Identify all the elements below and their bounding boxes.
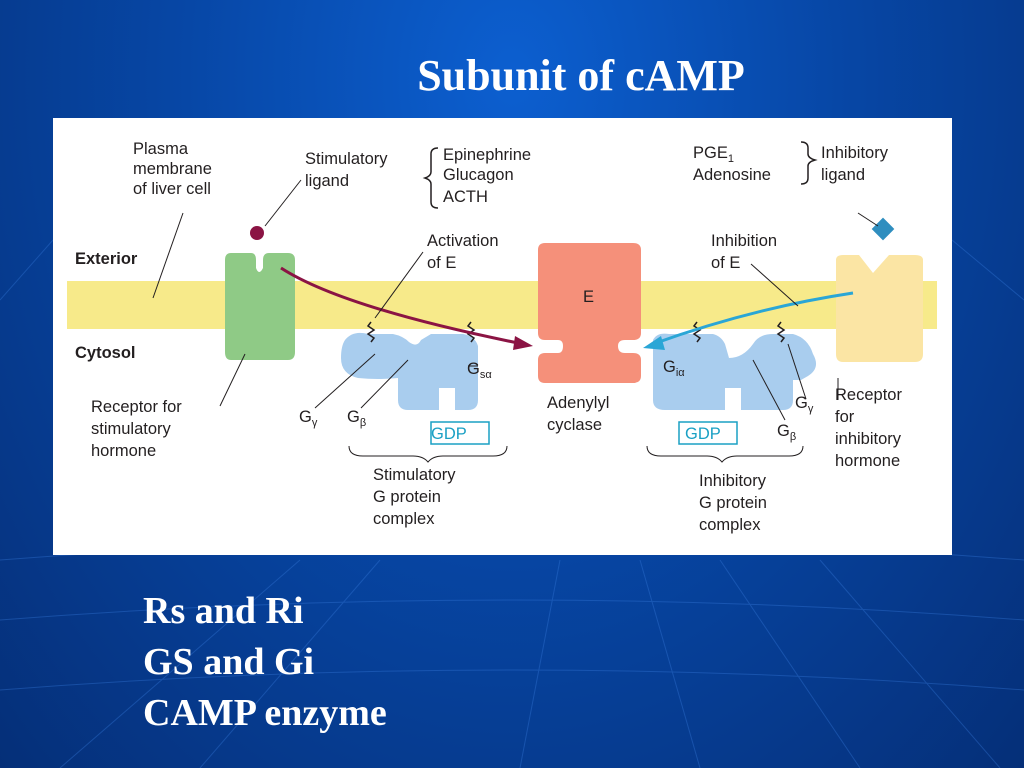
glucagon-label: Glucagon <box>443 166 514 184</box>
stimulatory-gdp-box <box>430 421 490 445</box>
slide-title: Subunit of cAMP <box>417 51 745 100</box>
receptor-inhibitory-label-2: for <box>835 408 855 426</box>
inhibition-label-1: Inhibition <box>711 232 777 250</box>
acth-label: ACTH <box>443 188 488 206</box>
inhibitory-complex-label-1: Inhibitory <box>699 472 767 490</box>
inhibitory-complex-label-2: G protein <box>699 494 767 512</box>
bullet-list: Rs and Ri GS and Gi CAMP enzyme <box>143 586 387 739</box>
plasma-membrane-label-2: membrane <box>133 160 212 178</box>
adenosine-label: Adenosine <box>693 166 771 184</box>
activation-arrow <box>280 266 524 346</box>
inhib-g-gamma-label: Gγ <box>795 394 814 415</box>
stimulatory-complex-label-2: G protein <box>373 488 441 506</box>
activation-label-1: Activation <box>427 232 499 250</box>
figure-canvas: Plasma membrane of liver cell Stimulator… <box>67 140 937 534</box>
receptor-inhibitory-label-4: hormone <box>835 452 900 470</box>
activation-label-2: of E <box>427 254 456 272</box>
stimulatory-ligand-brace <box>422 147 439 209</box>
exterior-label: Exterior <box>75 250 138 268</box>
camp-signaling-figure: Plasma membrane of liver cell Stimulator… <box>53 118 952 555</box>
inhibitory-complex-label-3: complex <box>699 516 761 534</box>
receptor-stimulatory-label-1: Receptor for <box>91 398 182 416</box>
inhib-g-beta-label: Gβ <box>777 422 796 443</box>
stimulatory-complex-label-3: complex <box>373 510 435 528</box>
adenylyl-cyclase-label-2: cyclase <box>547 416 602 434</box>
stim-g-beta-label: Gβ <box>347 408 366 429</box>
receptor-inhibitory-label-1: Receptor <box>835 386 902 404</box>
stimulatory-ligand-dot <box>250 226 264 240</box>
stimulatory-gdp-label: GDP <box>431 425 467 443</box>
receptor-stimulatory-label-2: stimulatory <box>91 420 172 438</box>
adenylyl-cyclase-label-1: Adenylyl <box>547 394 609 412</box>
inhibitory-ligand-label-2: ligand <box>821 166 865 184</box>
g-i-alpha-label: Giα <box>663 358 685 379</box>
enzyme-e-label: E <box>583 288 594 306</box>
inhibitory-ligand-brace <box>800 141 818 185</box>
bullet-gs-gi: GS and Gi <box>143 641 315 683</box>
stimulatory-complex-label-1: Stimulatory <box>373 466 456 484</box>
inhibition-arrow <box>652 291 854 346</box>
stim-g-gamma-label: Gγ <box>299 408 318 429</box>
activation-arrowhead <box>513 336 533 350</box>
plasma-membrane-label-1: Plasma <box>133 140 189 158</box>
stimulatory-receptor <box>225 253 295 360</box>
receptor-stimulatory-label-3: hormone <box>91 442 156 460</box>
inhibitory-gdp-box <box>678 421 738 445</box>
bullet-rs-ri: Rs and Ri <box>143 590 304 632</box>
plasma-membrane-label-3: of liver cell <box>133 180 211 198</box>
inhibitory-gdp-label: GDP <box>685 425 721 443</box>
pge-label: PGE1 <box>693 144 734 165</box>
inhibitory-g-protein <box>653 333 817 410</box>
bullet-camp-enzyme: CAMP enzyme <box>143 692 387 734</box>
adenylyl-cyclase-enzyme <box>538 243 641 383</box>
epinephrine-label: Epinephrine <box>443 146 531 164</box>
plasma-membrane <box>67 281 937 329</box>
receptor-inhibitory-label-3: inhibitory <box>835 430 902 448</box>
inhibitory-ligand-diamond <box>871 217 895 241</box>
inhibitory-receptor <box>836 255 923 362</box>
inhibitory-ligand-label-1: Inhibitory <box>821 144 889 162</box>
leader-lines <box>152 179 879 463</box>
g-s-alpha-label: Gsα <box>467 360 492 381</box>
inhibition-arrowhead <box>643 336 665 350</box>
inhibition-label-2: of E <box>711 254 740 272</box>
stimulatory-g-protein <box>341 332 478 410</box>
stimulatory-ligand-label-2: ligand <box>305 172 349 190</box>
cytosol-label: Cytosol <box>75 344 136 362</box>
stimulatory-ligand-label-1: Stimulatory <box>305 150 388 168</box>
